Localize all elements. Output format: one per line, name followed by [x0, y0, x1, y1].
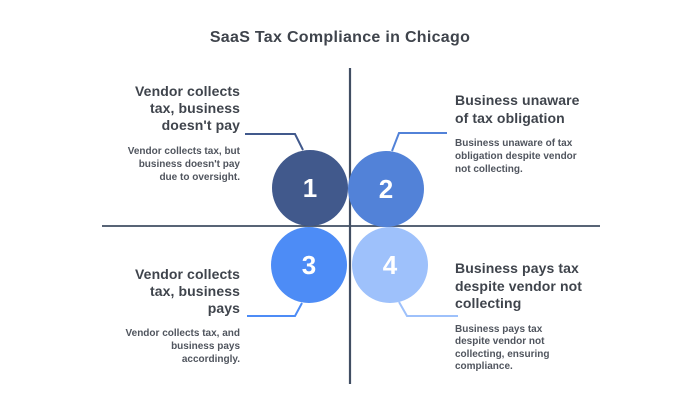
connector-circle-1	[245, 133, 304, 151]
circle-4	[352, 227, 428, 303]
circle-2-description: Business unaware of tax obligation despi…	[455, 138, 577, 175]
connector-circle-2	[391, 132, 447, 152]
circle-4-number: 4	[383, 250, 398, 280]
circle-3-description: Vendor collects tax, and business pays a…	[125, 328, 240, 365]
circle-1-number: 1	[303, 173, 317, 203]
circle-4-label: Business pays tax despite vendor not col…	[455, 260, 583, 311]
circle-1-description: Vendor collects tax, but business doesn'…	[127, 146, 240, 183]
circle-4-description: Business pays tax despite vendor not col…	[455, 324, 550, 372]
circle-3-number: 3	[302, 250, 316, 280]
connector-circle-4	[398, 301, 458, 317]
circle-2	[348, 151, 424, 227]
circle-2-number: 2	[379, 174, 393, 204]
connector-circle-3	[247, 302, 303, 317]
circle-3	[271, 227, 347, 303]
page-title: SaaS Tax Compliance in Chicago	[209, 29, 471, 46]
circle-1	[272, 150, 348, 226]
circle-1-label: Vendor collects tax, business doesn't pa…	[135, 83, 240, 133]
circle-3-label: Vendor collects tax, business pays	[135, 266, 240, 316]
circle-2-label: Business unaware of tax obligation	[455, 92, 580, 126]
